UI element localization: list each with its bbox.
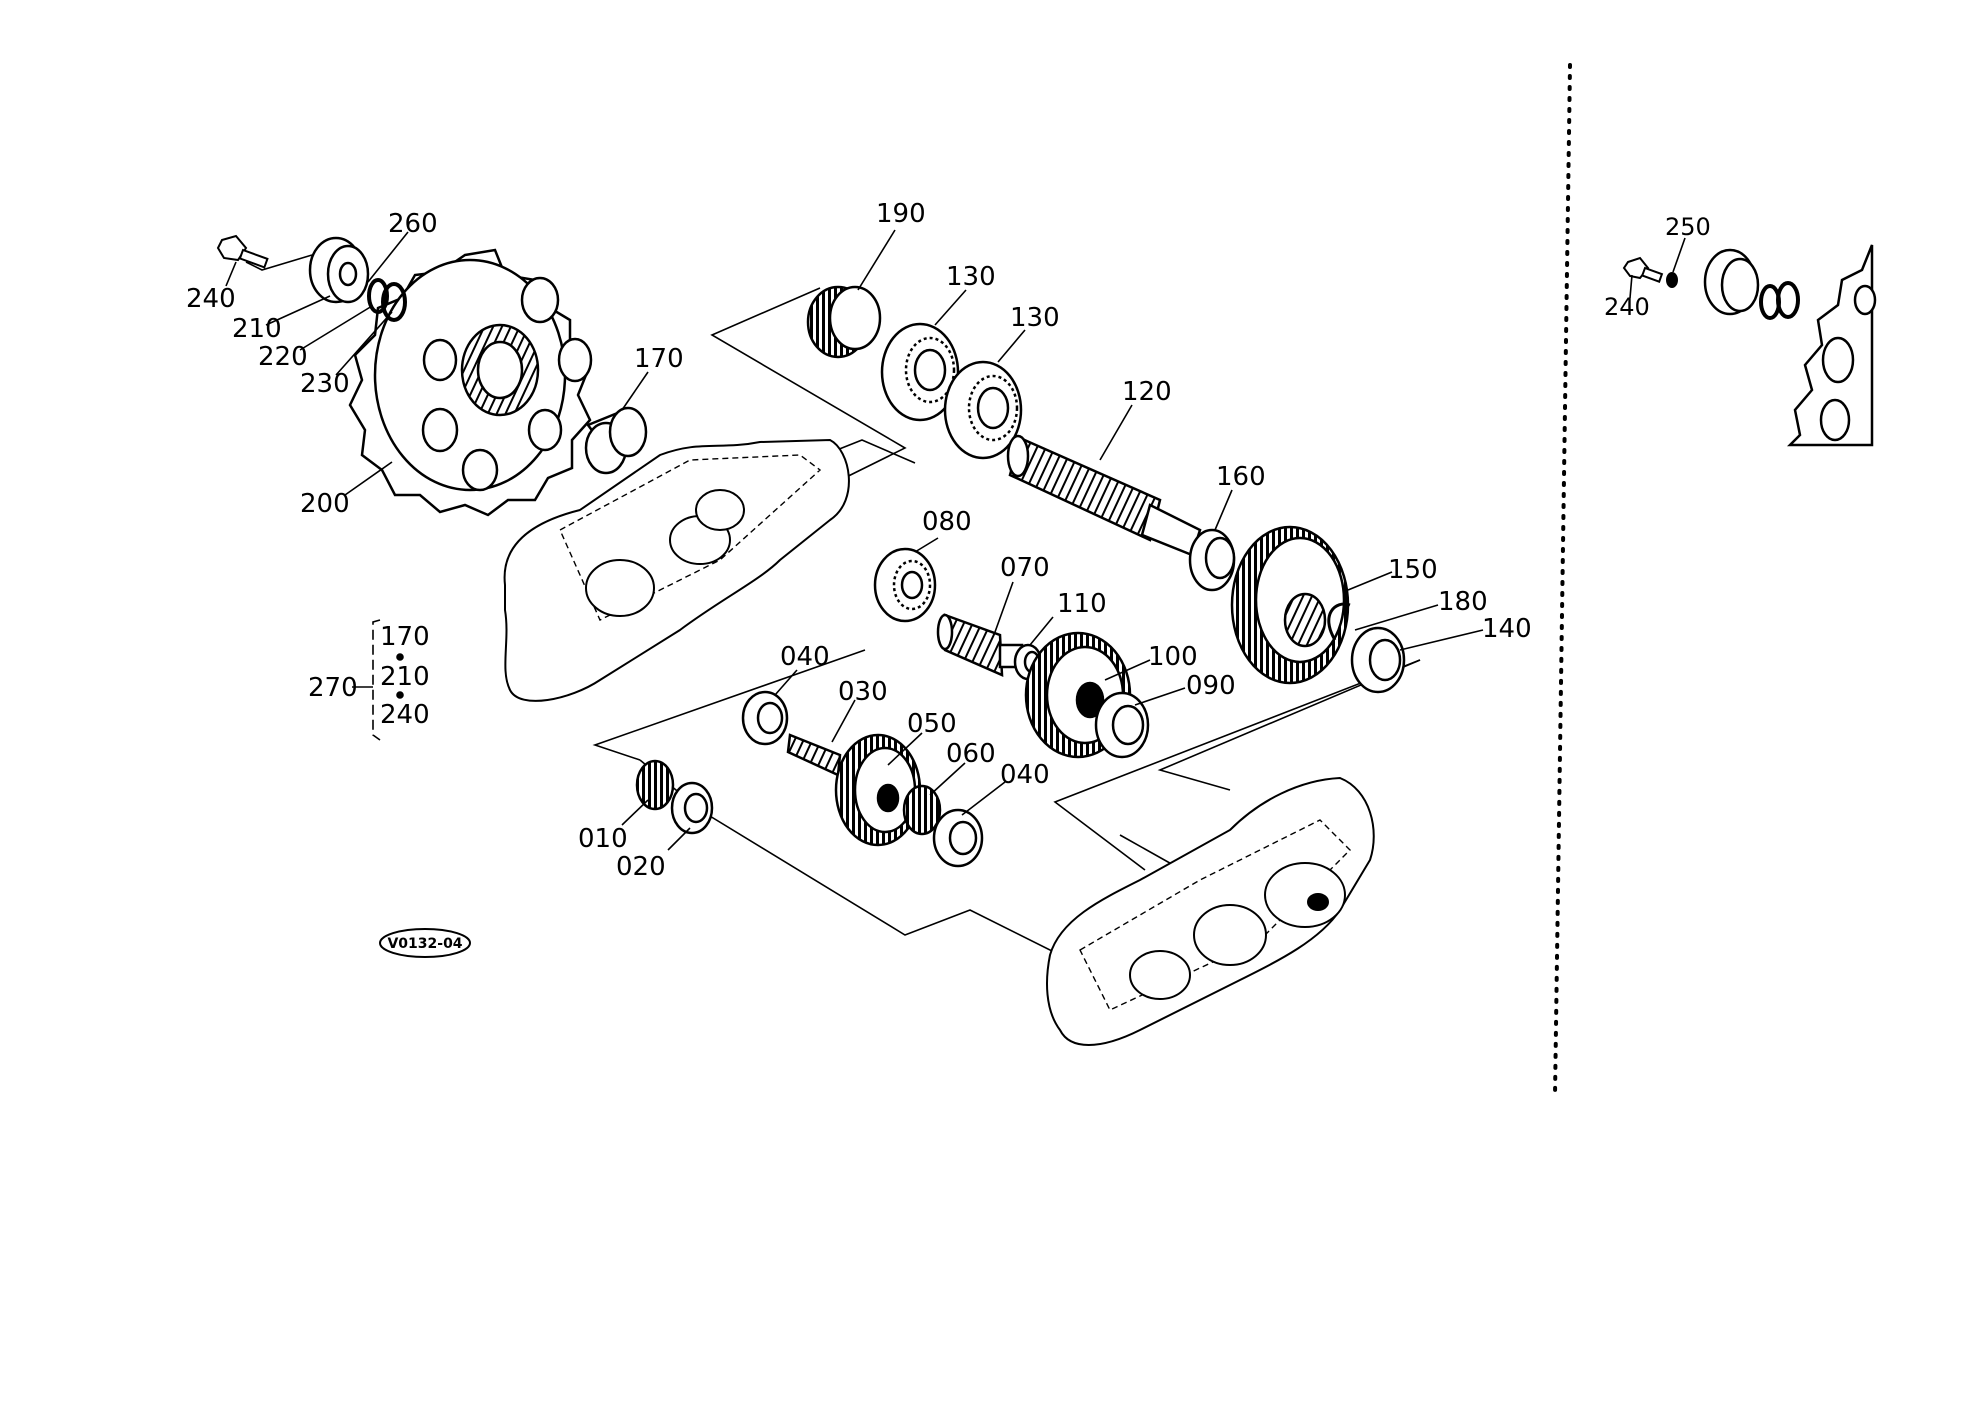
inset-rings	[1759, 281, 1800, 320]
callout-180: 180	[1438, 587, 1488, 617]
callout-190: 190	[876, 199, 926, 229]
kit-item-170: 170	[380, 622, 430, 652]
kit-item-240: 240	[380, 700, 430, 730]
rings-220-230	[367, 278, 407, 322]
drive-sprocket	[348, 248, 593, 517]
callout-240: 240	[186, 284, 236, 314]
circlip-180	[1327, 602, 1351, 641]
bolt-240	[216, 234, 269, 269]
collar-170	[584, 406, 648, 475]
callout-120: 120	[1122, 377, 1172, 407]
callout-labels: 260 240 210 220 230 200 170 190 130 130 …	[186, 199, 1711, 882]
callout-130b: 130	[1010, 303, 1060, 333]
right-housing	[1046, 776, 1375, 1046]
bearing-040a	[741, 690, 789, 746]
callout-230: 230	[300, 369, 350, 399]
callout-130a: 130	[946, 262, 996, 292]
inset-washer-250	[1666, 272, 1678, 288]
gear-060	[902, 784, 942, 836]
callout-110: 110	[1057, 589, 1107, 619]
callout-140: 140	[1482, 614, 1532, 644]
callout-060: 060	[946, 739, 996, 769]
shaft-070	[936, 613, 1024, 677]
bearing-140	[1350, 626, 1406, 694]
inset-callout-250: 250	[1665, 213, 1711, 241]
collar-160	[1188, 528, 1236, 592]
callout-170: 170	[634, 344, 684, 374]
bearing-130a	[880, 322, 960, 422]
inset-bolt-240	[1622, 256, 1664, 283]
callout-220: 220	[258, 342, 308, 372]
gear-150	[1230, 525, 1350, 685]
leader-lines	[225, 229, 1686, 851]
bearing-090	[1094, 691, 1150, 759]
inset-callout-240: 240	[1604, 293, 1650, 321]
callout-200: 200	[300, 489, 350, 519]
callout-090: 090	[1186, 671, 1236, 701]
kit-item-210: 210	[380, 662, 430, 692]
callout-030: 030	[838, 677, 888, 707]
callout-010: 010	[578, 824, 628, 854]
seal-190	[806, 285, 882, 359]
bearing-130b	[943, 360, 1023, 460]
shaft-120	[1006, 434, 1202, 557]
inset-hub	[1703, 248, 1760, 316]
callout-260: 260	[388, 209, 438, 239]
callout-080: 080	[922, 507, 972, 537]
kit-bracket	[352, 619, 404, 741]
left-housing	[503, 438, 850, 702]
callout-040a: 040	[780, 642, 830, 672]
callout-210: 210	[232, 314, 282, 344]
callout-150: 150	[1388, 555, 1438, 585]
bearing-040b	[932, 808, 984, 868]
bearing-080	[873, 547, 937, 623]
inset-sprocket-partial	[1786, 244, 1877, 447]
callout-070: 070	[1000, 553, 1050, 583]
drawing-code: V0132-04	[387, 936, 462, 952]
hub-210	[308, 236, 370, 304]
kit-label-270: 270	[308, 673, 358, 703]
section-divider	[1553, 63, 1572, 1097]
drawing-code-badge: V0132-04	[379, 928, 471, 958]
gear-050	[834, 733, 922, 847]
callout-040b: 040	[1000, 760, 1050, 790]
callout-050: 050	[907, 709, 957, 739]
pinion-010	[635, 759, 675, 811]
callout-160: 160	[1216, 462, 1266, 492]
callout-100: 100	[1148, 642, 1198, 672]
callout-020: 020	[616, 852, 666, 882]
bearing-020	[670, 781, 714, 835]
